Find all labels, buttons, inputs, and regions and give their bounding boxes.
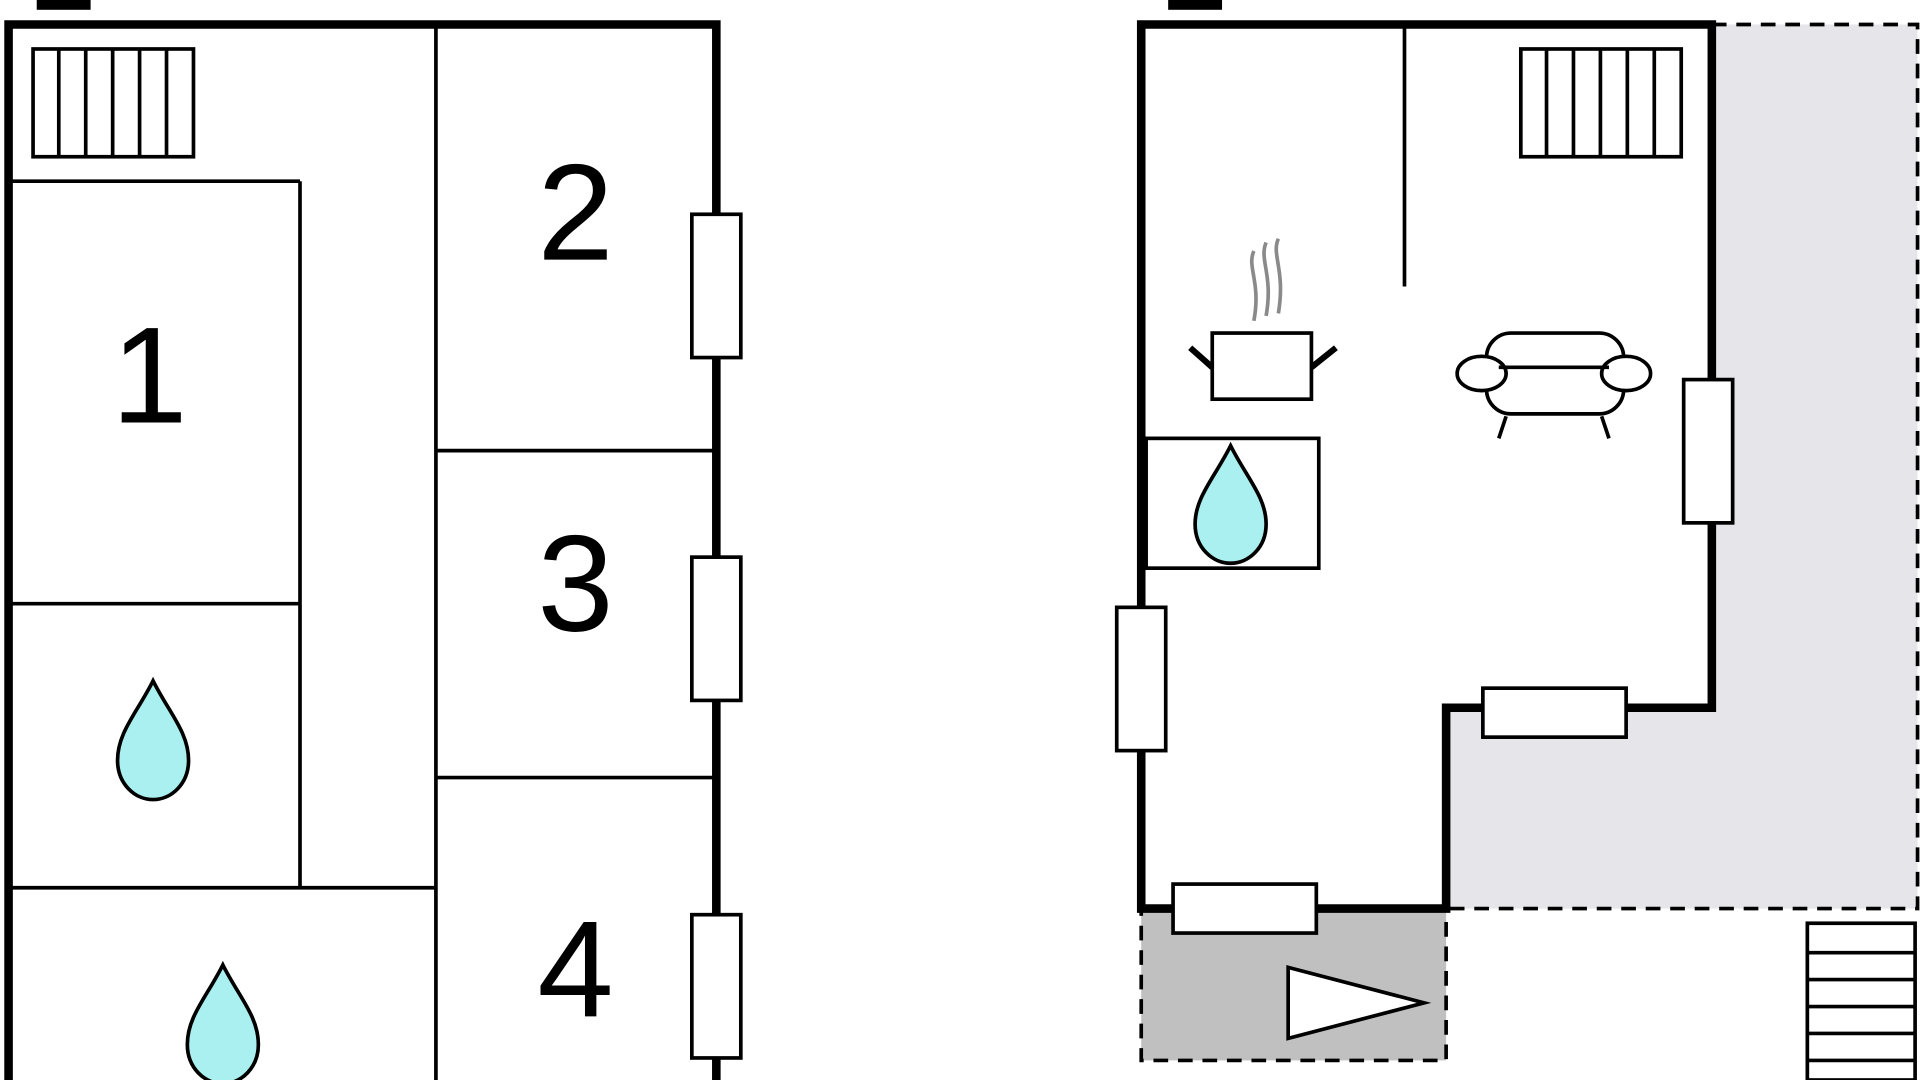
room-label-4: 4 — [537, 893, 613, 1046]
outer-wall — [4, 20, 721, 1080]
window-icon — [1114, 605, 1168, 753]
room-label-1: 1 — [111, 299, 187, 452]
wall-stub — [1168, 0, 1223, 10]
stairs-icon — [1805, 921, 1917, 1080]
room-label-3: 3 — [537, 508, 613, 661]
water-drop-icon — [185, 960, 261, 1080]
sofa-icon — [1455, 331, 1653, 439]
terrace-border — [1446, 22, 1920, 911]
terrace — [1446, 24, 1918, 909]
water-drop-icon — [1193, 441, 1268, 566]
room-label-2: 2 — [537, 137, 613, 290]
stairs-icon — [1518, 47, 1684, 159]
window-icon — [1481, 686, 1628, 739]
window-icon — [1171, 882, 1319, 935]
stairs-icon — [31, 47, 196, 159]
entrance-arrow-icon — [1286, 964, 1432, 1041]
window-icon — [690, 555, 743, 703]
ground-floor — [1114, 0, 1920, 1080]
upper-floor — [4, 0, 743, 1080]
window-icon — [1681, 377, 1735, 525]
window-icon — [690, 912, 743, 1060]
window-icon — [690, 212, 743, 360]
cooking-pot-icon — [1188, 238, 1338, 402]
wall-stub — [36, 0, 91, 10]
water-drop-icon — [115, 676, 191, 802]
